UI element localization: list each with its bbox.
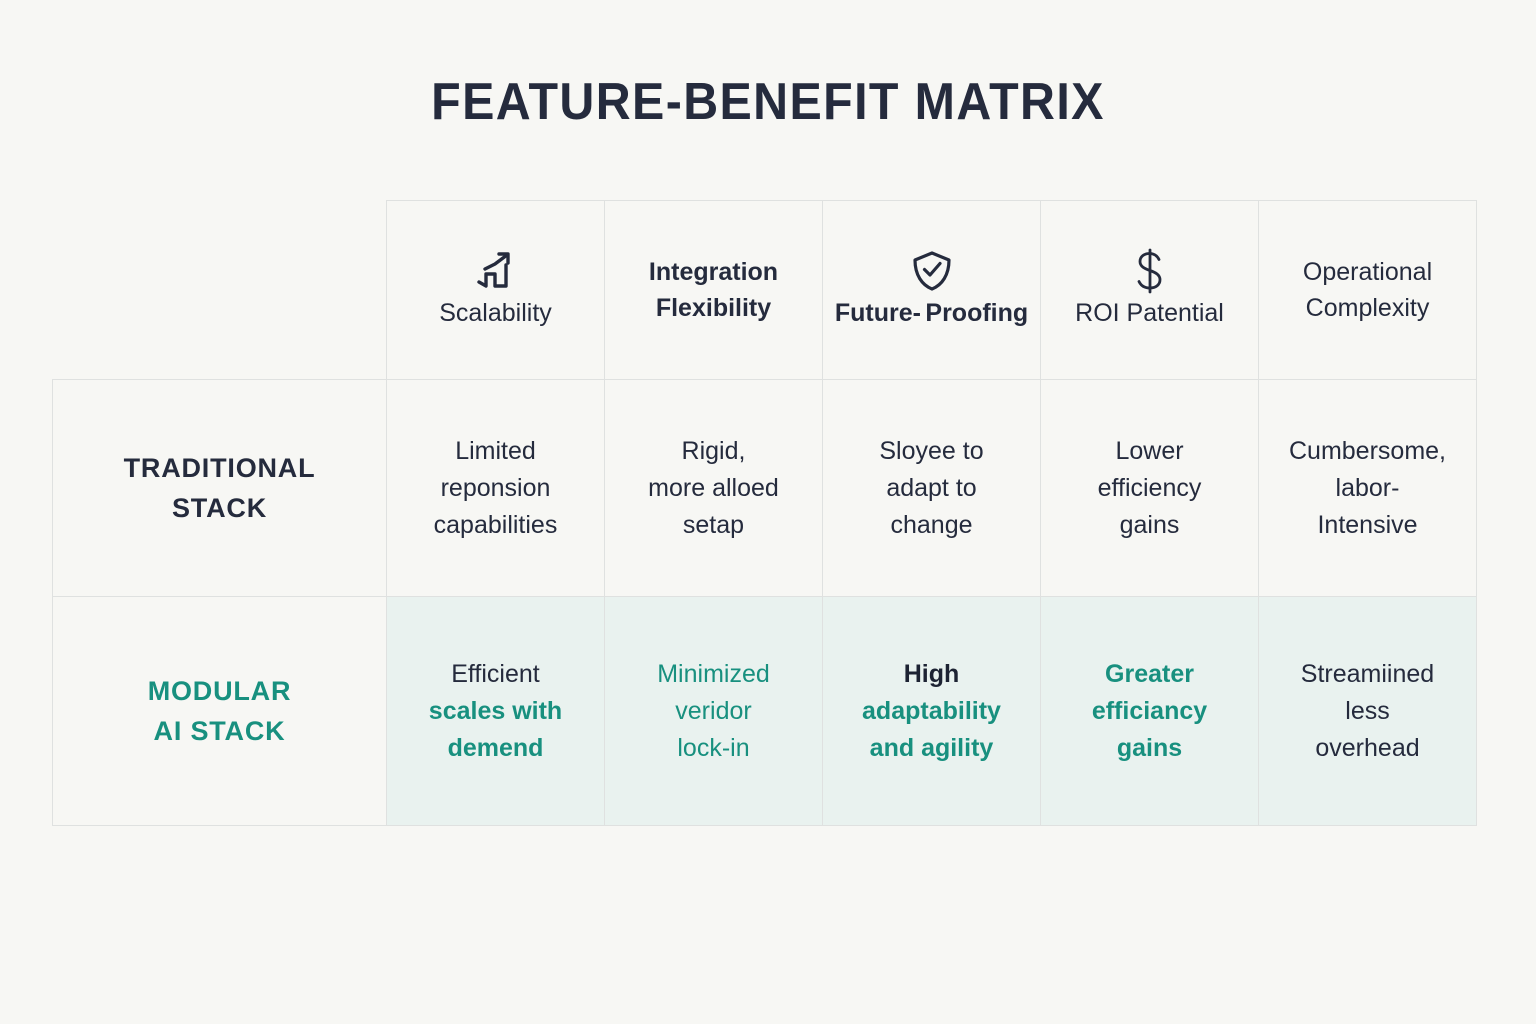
cell-text-line2: overhead xyxy=(1315,733,1420,762)
column-header-future-proofing[interactable]: Future- Proofing xyxy=(822,200,1041,380)
cell-modular-operational-complexity: Streamiined less overhead xyxy=(1258,596,1477,826)
cell-text-line2: more alloed xyxy=(648,473,779,502)
cell-traditional-operational-complexity: Cumbersome, labor- Intensive xyxy=(1258,379,1477,597)
column-header-label: Scalability xyxy=(439,299,552,328)
column-header-label-line2: Proofing xyxy=(925,299,1029,328)
cell-text-line2: efficiency xyxy=(1097,473,1202,502)
cell-text-line3: gains xyxy=(1119,510,1180,539)
cell-traditional-scalability: Limited reponsion capabilities xyxy=(386,379,605,597)
feature-benefit-matrix: Scalability Integration Flexibility Futu… xyxy=(52,200,1477,826)
matrix-corner-cell xyxy=(53,201,387,380)
cell-text-line1: veridor xyxy=(675,696,752,725)
cell-text-line3: Intensive xyxy=(1317,510,1418,539)
matrix-header-row: Scalability Integration Flexibility Futu… xyxy=(53,200,1477,380)
cell-traditional-future-proofing: Sloyee to adapt to change xyxy=(822,379,1041,597)
cell-traditional-roi-potential: Lower efficiency gains xyxy=(1040,379,1259,597)
row-label-modular-ai-stack: MODULAR AI STACK xyxy=(52,596,387,826)
row-label-line2: STACK xyxy=(172,493,267,523)
column-header-label-line1: Integration xyxy=(648,257,779,286)
cell-text-line3: setap xyxy=(682,510,745,539)
cell-text-line1: adaptability xyxy=(862,696,1001,725)
dollar-icon xyxy=(1041,248,1258,294)
cell-modular-roi-potential: Greater efficiancy gains xyxy=(1040,596,1259,826)
column-header-label-line2: Flexibility xyxy=(655,294,772,322)
row-label-line1: TRADITIONAL xyxy=(123,452,316,483)
row-label-line1: MODULAR xyxy=(147,675,292,706)
cell-modular-future-proofing: High adaptability and agility xyxy=(822,596,1041,826)
column-header-label-line2: Complexity xyxy=(1305,294,1430,322)
column-header-label-line1: Future- xyxy=(834,299,921,328)
row-label-traditional-stack: TRADITIONAL STACK xyxy=(52,379,387,597)
cell-text-line1: efficiancy xyxy=(1091,696,1208,725)
growth-chart-icon xyxy=(387,248,604,294)
cell-text-line2: reponsion xyxy=(440,473,551,502)
column-header-label-line1: Operational xyxy=(1302,257,1433,286)
cell-text-lead: Streamiined xyxy=(1300,659,1435,688)
cell-text-line2: and agility xyxy=(869,733,994,762)
cell-text-line2: lock-in xyxy=(677,733,750,762)
cell-text-line1: less xyxy=(1345,696,1390,725)
table-row: MODULAR AI STACK Efficient scales with d… xyxy=(52,596,1477,826)
cell-text-line2: adapt to xyxy=(886,473,977,502)
row-label-line2: AI STACK xyxy=(153,716,286,746)
column-header-scalability[interactable]: Scalability xyxy=(386,200,605,380)
cell-text-line1: Cumbersome, xyxy=(1289,436,1446,465)
cell-text-line1: Sloyee to xyxy=(879,436,984,465)
cell-traditional-integration-flexibility: Rigid, more alloed setap xyxy=(604,379,823,597)
cell-text-line1: scales with xyxy=(428,696,563,725)
cell-text-line2: demend xyxy=(447,733,544,762)
column-header-operational-complexity[interactable]: Operational Complexity xyxy=(1258,200,1477,380)
cell-text-line3: change xyxy=(890,510,973,539)
cell-modular-integration-flexibility: Minimized veridor lock-in xyxy=(604,596,823,826)
table-row: TRADITIONAL STACK Limited reponsion capa… xyxy=(52,379,1477,597)
column-header-roi-potential[interactable]: ROI Patential xyxy=(1040,200,1259,380)
page-title: FEATURE-BENEFIT MATRIX xyxy=(431,73,1105,131)
column-header-integration-flexibility[interactable]: Integration Flexibility xyxy=(604,200,823,380)
cell-text-line3: capabilities xyxy=(433,510,558,539)
cell-text-line1: Rigid, xyxy=(681,436,746,465)
cell-text-line1: Limited xyxy=(455,436,536,465)
shield-check-icon xyxy=(823,248,1040,294)
cell-text-lead: High xyxy=(903,659,960,688)
cell-text-line2: labor- xyxy=(1335,473,1400,502)
cell-text-line1: Lower xyxy=(1115,436,1184,465)
cell-text-lead: Greater xyxy=(1105,659,1194,688)
cell-text-lead: Minimized xyxy=(657,659,770,688)
column-header-label: ROI Patential xyxy=(1075,299,1224,328)
cell-modular-scalability: Efficient scales with demend xyxy=(386,596,605,826)
cell-text-lead: Efficient xyxy=(451,659,540,688)
cell-text-line2: gains xyxy=(1116,733,1183,762)
